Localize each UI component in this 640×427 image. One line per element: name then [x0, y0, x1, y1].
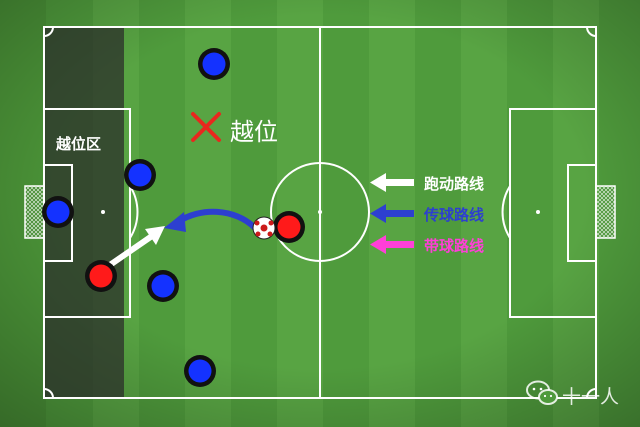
player-defender	[184, 355, 216, 387]
left-penalty-spot	[101, 210, 105, 214]
offside-zone-label: 越位区	[56, 135, 102, 153]
ball-icon	[252, 216, 276, 240]
defenders	[42, 48, 230, 387]
player-attacker	[85, 260, 117, 292]
run-arrowhead	[145, 226, 165, 245]
attackers	[85, 211, 305, 292]
watermark-text: 十一人	[562, 386, 620, 408]
offside-cross-icon	[191, 112, 221, 142]
player-defender	[147, 270, 179, 302]
legend-run-arrow-icon	[370, 173, 414, 192]
right-goal	[595, 185, 616, 239]
legend-dribble-arrow-icon	[370, 235, 414, 254]
player-defender	[124, 159, 156, 191]
player-defender	[198, 48, 230, 80]
center-spot	[318, 210, 322, 214]
left-goal	[24, 185, 45, 239]
player-attacker	[273, 211, 305, 243]
legend-arrows	[370, 173, 414, 254]
pass-arrowhead	[164, 212, 186, 232]
legend-dribble-label: 带球路线	[424, 237, 485, 255]
legend-pass-label: 传球路线	[424, 206, 485, 224]
offside-label: 越位	[230, 118, 278, 146]
right-penalty-spot	[536, 210, 540, 214]
legend-run-label: 跑动路线	[424, 175, 485, 193]
wechat-icon	[526, 380, 558, 405]
run-arrow	[104, 233, 155, 270]
pass-arrow	[175, 208, 258, 231]
legend-pass-arrow-icon	[370, 204, 414, 223]
player-defender	[42, 196, 74, 228]
